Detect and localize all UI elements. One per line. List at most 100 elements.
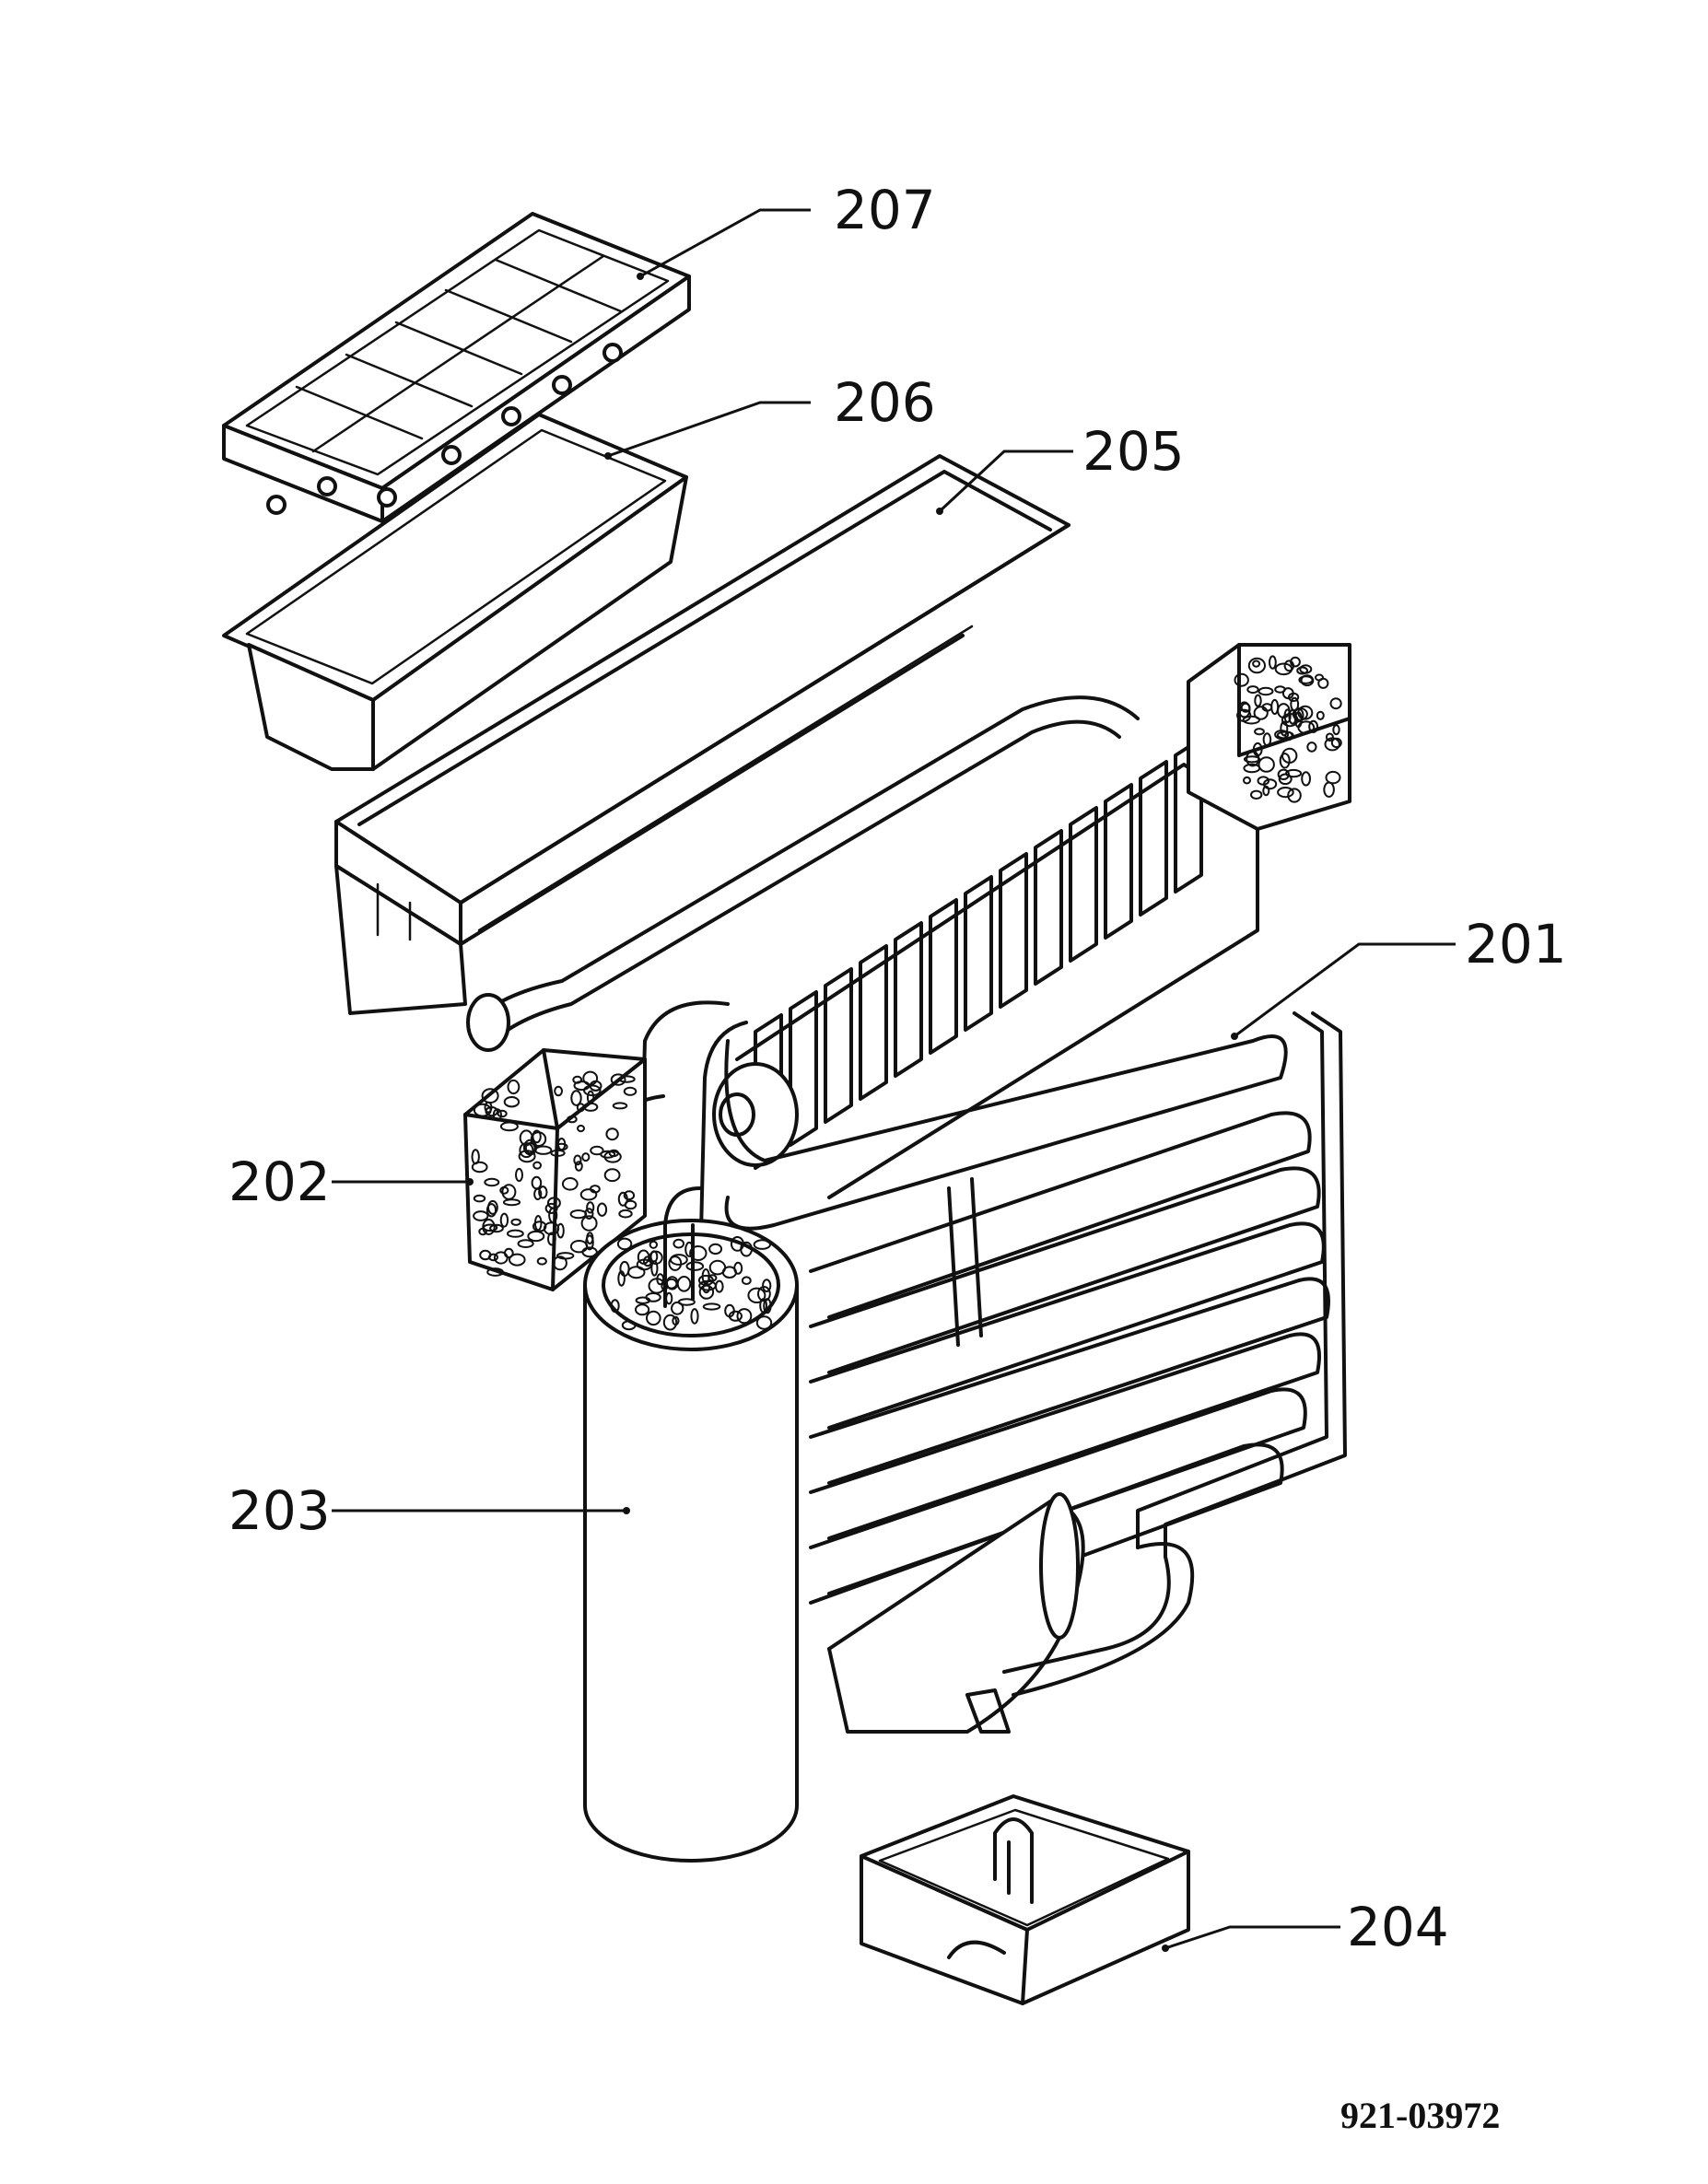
foam-texture: [721, 1266, 738, 1279]
foam-texture: [1262, 785, 1270, 797]
foam-texture: [685, 1261, 705, 1271]
foam-texture: [527, 1230, 545, 1243]
foam-texture: [1279, 753, 1291, 769]
foam-texture: [646, 1310, 661, 1326]
evaporator-fin: [824, 967, 853, 1124]
foam-texture: [702, 1302, 721, 1311]
foam-texture: [590, 1185, 601, 1194]
foam-texture: [708, 1274, 718, 1282]
cooling-unit: [466, 695, 1347, 1734]
foam-texture: [741, 1276, 752, 1285]
foam-texture: [1317, 677, 1329, 689]
foam-texture: [1243, 763, 1261, 774]
evaporator-fin: [1069, 806, 1098, 963]
foam-texture: [728, 1310, 743, 1322]
lower-tray: [860, 1794, 1190, 2005]
foam-texture: [1250, 789, 1263, 800]
foam-texture: [479, 1249, 492, 1261]
foam-texture: [482, 1219, 496, 1235]
foam-texture: [502, 1198, 521, 1207]
foam-texture: [617, 1191, 628, 1207]
foam-texture: [1252, 660, 1261, 668]
foam-texture: [1283, 660, 1295, 672]
foam-texture: [473, 1103, 492, 1117]
foam-texture: [577, 1125, 585, 1133]
ice-cube-tray: [222, 212, 691, 523]
foam-texture: [635, 1303, 650, 1316]
foam-texture: [1237, 701, 1251, 718]
foam-texture: [1332, 724, 1340, 736]
foam-texture: [736, 1308, 753, 1325]
foam-texture: [755, 1315, 773, 1330]
foam-texture: [485, 1203, 497, 1218]
foam-texture: [569, 1240, 589, 1254]
foam-texture: [702, 1282, 711, 1294]
foam-texture: [618, 1209, 633, 1219]
foam-texture: [612, 1102, 628, 1110]
foam-texture: [662, 1314, 678, 1331]
foam-texture: [547, 1232, 556, 1246]
foam-texture: [621, 1320, 637, 1331]
foam-texture: [757, 1286, 771, 1302]
foam-texture: [600, 1150, 616, 1159]
leader-lines: [332, 208, 1456, 1952]
foam-texture: [510, 1218, 521, 1226]
foam-texture: [1287, 788, 1302, 803]
foam-texture: [698, 1284, 715, 1300]
foam-texture: [499, 1121, 519, 1132]
foam-texture: [672, 1315, 680, 1326]
foam-texture: [596, 1202, 608, 1217]
foam-texture: [1316, 710, 1325, 720]
foam-texture: [532, 1161, 542, 1170]
foam-texture: [481, 1088, 499, 1104]
foam-texture: [708, 1243, 723, 1256]
foam-texture: [1262, 732, 1272, 747]
foam-texture: [623, 1086, 638, 1096]
foam-texture: [1297, 720, 1316, 735]
foam-texture: [486, 1267, 504, 1277]
evaporator-fin: [964, 875, 993, 1032]
foam-texture: [690, 1308, 699, 1325]
foam-texture: [501, 1184, 517, 1200]
foam-texture: [544, 1202, 558, 1214]
foam-texture: [1263, 778, 1278, 790]
foam-texture: [493, 1251, 509, 1265]
foam-texture: [515, 1167, 523, 1183]
foam-texture: [552, 1256, 567, 1271]
foam-texture: [753, 1239, 771, 1250]
foam-texture: [531, 1175, 543, 1190]
foam-texture: [536, 1256, 547, 1266]
foam-texture: [1236, 708, 1252, 722]
foam-texture: [499, 1212, 509, 1228]
foam-texture: [730, 1236, 744, 1252]
foam-texture: [538, 1185, 548, 1199]
foam-texture: [507, 1229, 524, 1238]
foam-texture: [1325, 770, 1341, 785]
boiler-cylinder: [583, 1186, 799, 1863]
foam-texture: [1285, 768, 1303, 778]
foam-texture: [567, 1115, 578, 1124]
foam-texture: [1253, 706, 1269, 720]
foam-texture: [1274, 685, 1286, 694]
foam-texture: [473, 1210, 489, 1221]
foam-texture: [1234, 672, 1249, 687]
evaporator-fin: [1034, 829, 1063, 986]
foam-texture: [580, 1215, 598, 1232]
foam-texture: [1258, 756, 1275, 773]
foam-texture: [570, 1090, 582, 1106]
foam-texture: [555, 1142, 568, 1151]
foam-texture: [590, 1145, 604, 1156]
foam-texture: [618, 1075, 636, 1083]
foam-texture: [1258, 686, 1274, 696]
foam-texture: [556, 1252, 575, 1260]
foam-texture: [1330, 737, 1342, 749]
foam-texture: [1246, 685, 1259, 695]
foam-texture: [522, 1139, 538, 1156]
foam-texture: [497, 1109, 508, 1118]
evaporator-fin: [859, 944, 888, 1101]
foam-texture: [509, 1253, 526, 1267]
foam-texture: [1247, 657, 1267, 674]
foam-texture: [1242, 715, 1261, 725]
foam-texture: [519, 1142, 534, 1159]
foam-texture: [715, 1279, 724, 1293]
